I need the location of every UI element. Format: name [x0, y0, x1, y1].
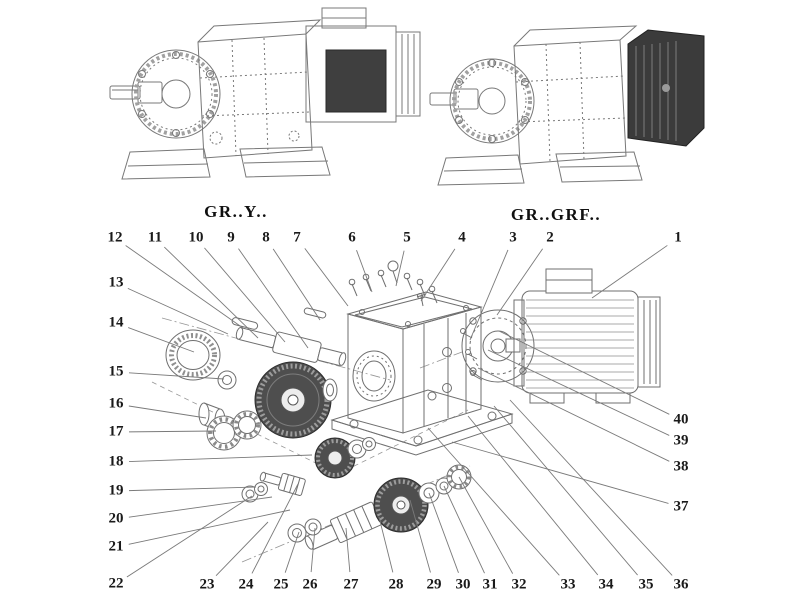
leader-line-21	[128, 509, 291, 545]
leader-line-17	[128, 430, 217, 433]
leader-line-2	[496, 248, 543, 316]
leader-line-38	[477, 367, 670, 462]
leader-lines-layer	[125, 245, 673, 578]
leader-line-27	[345, 527, 351, 573]
leader-line-35	[493, 405, 638, 576]
leader-line-19	[128, 486, 257, 492]
leader-line-22	[126, 495, 253, 578]
leader-line-13	[127, 287, 229, 335]
leader-line-33	[427, 427, 560, 576]
leader-line-39	[487, 349, 670, 436]
model-label-gr-grf: GR..GRF..	[510, 205, 602, 224]
leader-line-40	[498, 330, 670, 415]
leader-line-11	[164, 246, 259, 339]
model-label-gr-y: GR..Y..	[204, 202, 268, 221]
leader-line-20	[128, 496, 273, 518]
pinion-shaft	[259, 471, 306, 496]
large-helical-gear	[254, 361, 332, 439]
output-shaft-assembly	[287, 464, 472, 550]
leader-line-26	[310, 527, 316, 573]
intermediate-gear-cluster	[241, 437, 376, 503]
leader-line-31	[443, 485, 485, 574]
seal-ring	[165, 329, 221, 381]
leader-line-5	[395, 250, 405, 287]
leader-line-9	[238, 248, 309, 349]
cover-fasteners	[348, 260, 438, 307]
leader-line-1	[591, 245, 668, 299]
leader-line-24	[251, 483, 299, 574]
leader-line-37	[451, 441, 669, 504]
leader-line-14	[128, 327, 195, 353]
leader-line-6	[356, 250, 373, 293]
assembled-gearmotor-gr-y	[109, 7, 421, 180]
leader-line-28	[378, 516, 394, 573]
leader-line-8	[272, 248, 321, 321]
leader-line-15	[128, 372, 225, 380]
leader-line-3	[469, 249, 509, 341]
leader-line-12	[125, 245, 244, 329]
exploded-motor	[460, 268, 661, 404]
leader-line-32	[458, 476, 514, 574]
leader-line-10	[204, 247, 286, 343]
leader-line-34	[467, 415, 599, 576]
leader-line-4	[420, 248, 456, 302]
leader-line-30	[428, 492, 459, 573]
bearing-pair	[206, 410, 262, 451]
leader-line-7	[304, 248, 349, 307]
leader-line-25	[284, 531, 300, 573]
leader-line-23	[215, 521, 269, 576]
leader-line-16	[128, 405, 207, 419]
gear-housing	[330, 291, 514, 456]
output-gear	[373, 477, 429, 533]
input-shaft-assembly	[165, 307, 347, 451]
leader-line-36	[509, 399, 673, 576]
leader-line-29	[409, 499, 431, 573]
assembled-gearmotor-gr-grf	[429, 25, 705, 186]
leader-line-18	[128, 454, 313, 462]
eye-bolt	[387, 260, 399, 284]
adapter-flange	[461, 309, 535, 383]
